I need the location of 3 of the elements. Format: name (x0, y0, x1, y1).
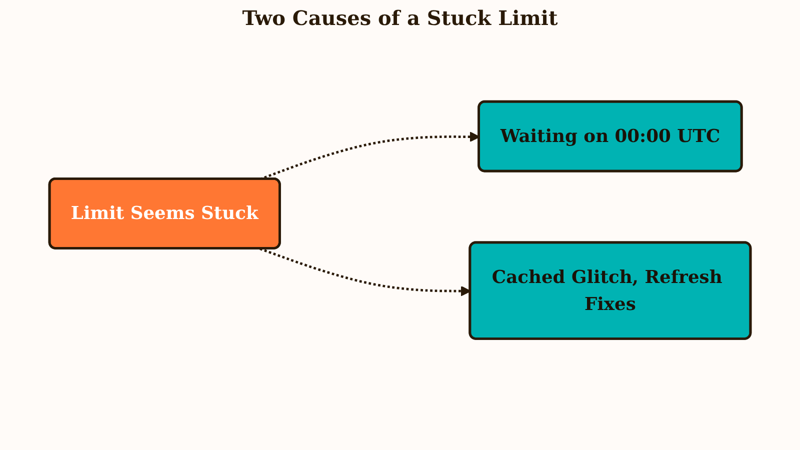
diagram-title: Two Causes of a Stuck Limit (241, 6, 559, 30)
arrow (260, 248, 471, 296)
flowchart-diagram: Limit Seems Stuck Waiting on 00:00 UTC Cached Glitch, Refresh Fixes (40, 92, 760, 348)
